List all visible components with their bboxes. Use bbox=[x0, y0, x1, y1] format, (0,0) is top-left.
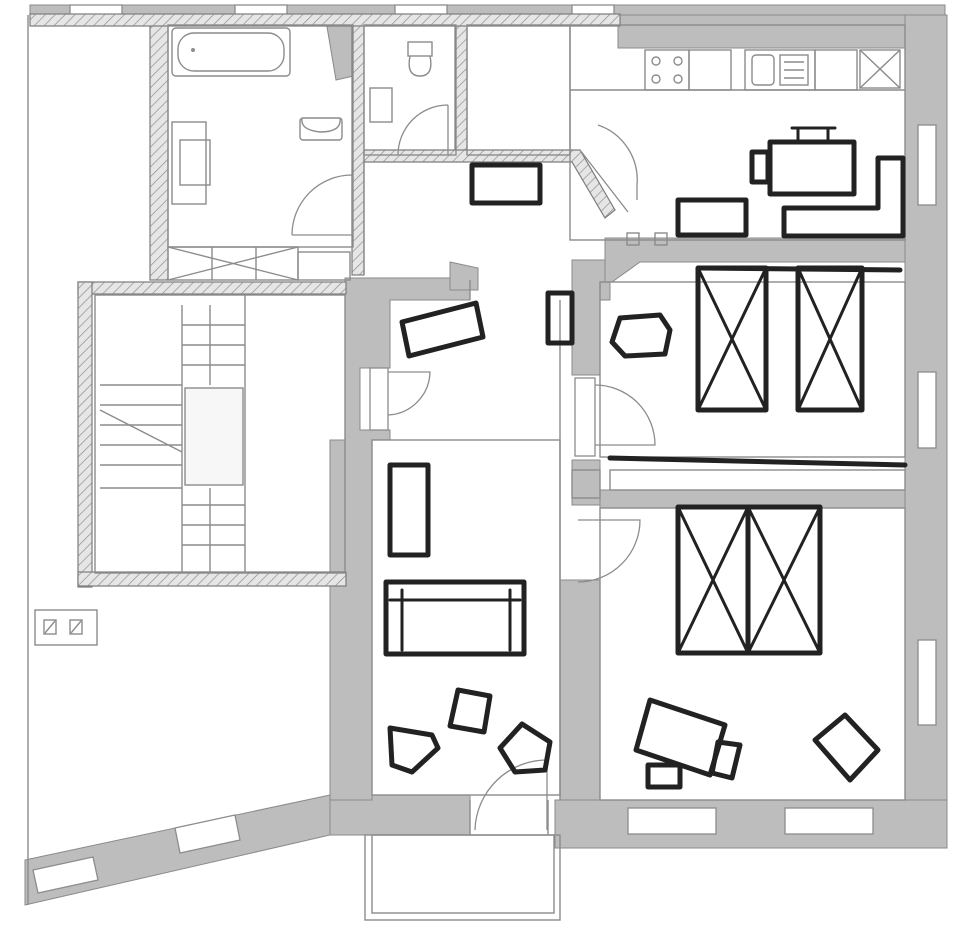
doors bbox=[291, 104, 656, 831]
kitchen-table bbox=[749, 126, 857, 197]
fixtures bbox=[34, 27, 901, 646]
structural-walls bbox=[24, 4, 948, 906]
bathtub-icon bbox=[171, 27, 291, 77]
interior-partitions bbox=[27, 13, 906, 921]
windows bbox=[32, 4, 937, 894]
bed-right bbox=[795, 265, 865, 413]
staircase bbox=[94, 294, 346, 574]
double-bed bbox=[675, 504, 823, 656]
furniture bbox=[383, 126, 908, 790]
toilet-icon bbox=[299, 117, 343, 141]
sink-icon bbox=[744, 49, 816, 91]
corner-bench bbox=[781, 155, 906, 239]
double-socket-icon bbox=[34, 609, 98, 646]
bed-left bbox=[695, 265, 769, 413]
sofa bbox=[383, 579, 527, 657]
stove-icon bbox=[644, 49, 690, 91]
